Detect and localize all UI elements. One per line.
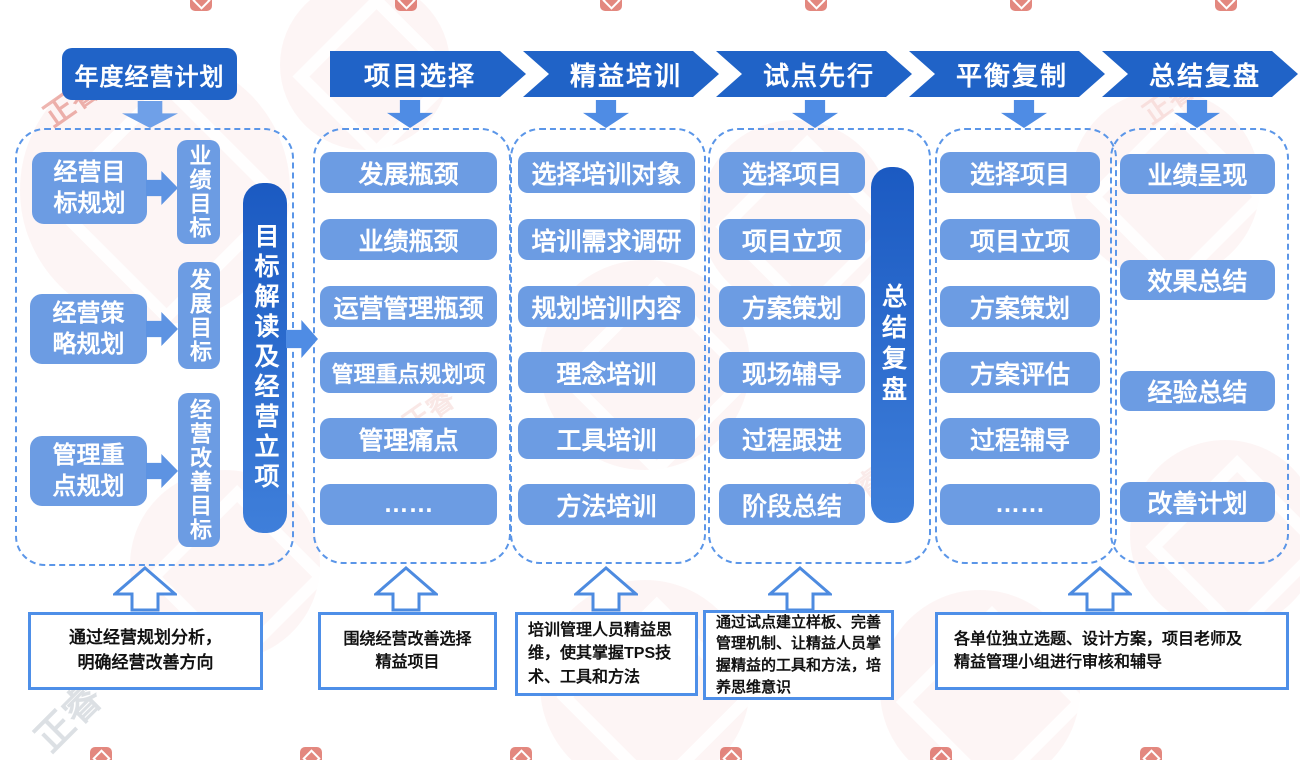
hollow-up-arrow-icon — [768, 566, 832, 612]
container-stage-5 — [1110, 128, 1289, 564]
stage-item: 业绩呈现 — [1120, 154, 1275, 194]
pilot-review-bar: 总结复盘 — [871, 167, 914, 523]
stage-item: 过程辅导 — [940, 418, 1100, 459]
goal-box: 业绩目标 — [177, 140, 220, 244]
note-stage-4: 各单位独立选题、设计方案，项目老师及 精益管理小组进行审核和辅导 — [935, 612, 1289, 690]
watermark-mini-logo — [300, 747, 322, 760]
note-stage-2: 培训管理人员精益思 维，使其掌握TPS技 术、工具和方法 — [515, 612, 698, 696]
stage-item: 业绩瓶颈 — [320, 219, 497, 260]
stage-item: 效果总结 — [1120, 260, 1275, 300]
goal-box: 发展目标 — [178, 262, 220, 369]
watermark-mini-logo — [720, 747, 742, 760]
stage-item: 工具培训 — [518, 418, 695, 459]
note-stage-3: 通过试点建立样板、完善 管理机制、让精益人员掌 握精益的工具和方法，培 养思维意… — [703, 610, 894, 700]
stage-item: 选择项目 — [940, 152, 1100, 193]
stage-item: 方案策划 — [940, 286, 1100, 327]
stage-banner-2: 精益培训 — [523, 51, 719, 97]
watermark-mini-logo — [395, 0, 417, 11]
note-stage-1: 围绕经营改善选择 精益项目 — [318, 612, 497, 690]
watermark-mini-logo — [90, 747, 112, 760]
container-stage-2 — [510, 128, 706, 564]
watermark-mini-logo — [1010, 0, 1032, 11]
goal-interpretation-bar: 目标解读及经营立项 — [243, 183, 287, 533]
stage-item: 现场辅导 — [719, 352, 865, 393]
stage-item: 改善计划 — [1120, 482, 1275, 522]
stage-item: 培训需求调研 — [518, 219, 695, 260]
planning-box: 经营策 略规划 — [30, 294, 147, 364]
container-stage-3 — [708, 128, 931, 564]
watermark-mini-logo — [510, 747, 532, 760]
watermark-mini-logo — [600, 0, 622, 11]
hollow-up-arrow-icon — [574, 566, 638, 612]
stage-item: …… — [320, 484, 497, 525]
annual-plan-box: 年度经营计划 — [62, 48, 237, 100]
banner-down-arrow-icon — [583, 100, 629, 128]
stage-item: 项目立项 — [719, 219, 865, 260]
watermark-mini-logo — [930, 747, 952, 760]
stage-item: …… — [940, 484, 1100, 525]
banner-down-arrow-icon — [387, 100, 433, 128]
watermark-mini-logo — [1215, 0, 1237, 11]
hollow-up-arrow-icon — [374, 566, 438, 612]
stage-item: 过程跟进 — [719, 418, 865, 459]
watermark-mini-logo — [190, 0, 212, 11]
stage-item: 管理重点规划项 — [320, 352, 497, 393]
watermark-mini-logo — [1140, 747, 1162, 760]
hollow-up-arrow-icon — [113, 566, 177, 612]
watermark-mini-logo — [805, 0, 827, 11]
flow-down-arrow-icon — [122, 101, 178, 128]
stage-banner-5: 总结复盘 — [1102, 51, 1298, 97]
stage-item: 理念培训 — [518, 352, 695, 393]
stage-item: 规划培训内容 — [518, 286, 695, 327]
stage-item: 经验总结 — [1120, 371, 1275, 411]
stage-banner-1: 项目选择 — [330, 51, 526, 97]
note-planning: 通过经营规划分析， 明确经营改善方向 — [28, 612, 263, 690]
goal-box: 经营改善目标 — [178, 393, 220, 547]
planning-box: 管理重 点规划 — [30, 436, 147, 506]
stage-item: 方案评估 — [940, 352, 1100, 393]
stage-item: 选择项目 — [719, 152, 865, 193]
stage-item: 运营管理瓶颈 — [320, 286, 497, 327]
stage-item: 选择培训对象 — [518, 152, 695, 193]
container-stage-4 — [935, 128, 1117, 564]
stage-item: 管理痛点 — [320, 418, 497, 459]
banner-down-arrow-icon — [1001, 100, 1047, 128]
hollow-up-arrow-icon — [1068, 566, 1132, 612]
stage-item: 发展瓶颈 — [320, 152, 497, 193]
stage-item: 方法培训 — [518, 484, 695, 525]
banner-down-arrow-icon — [792, 100, 838, 128]
stage-item: 阶段总结 — [719, 484, 865, 525]
stage-banner-3: 试点先行 — [716, 51, 912, 97]
stage-item: 方案策划 — [719, 286, 865, 327]
planning-box: 经营目 标规划 — [32, 152, 147, 224]
annual-plan-label: 年度经营计划 — [74, 63, 225, 91]
stage-banner-4: 平衡复制 — [909, 51, 1105, 97]
stage-item: 项目立项 — [940, 219, 1100, 260]
banner-down-arrow-icon — [1174, 100, 1220, 128]
